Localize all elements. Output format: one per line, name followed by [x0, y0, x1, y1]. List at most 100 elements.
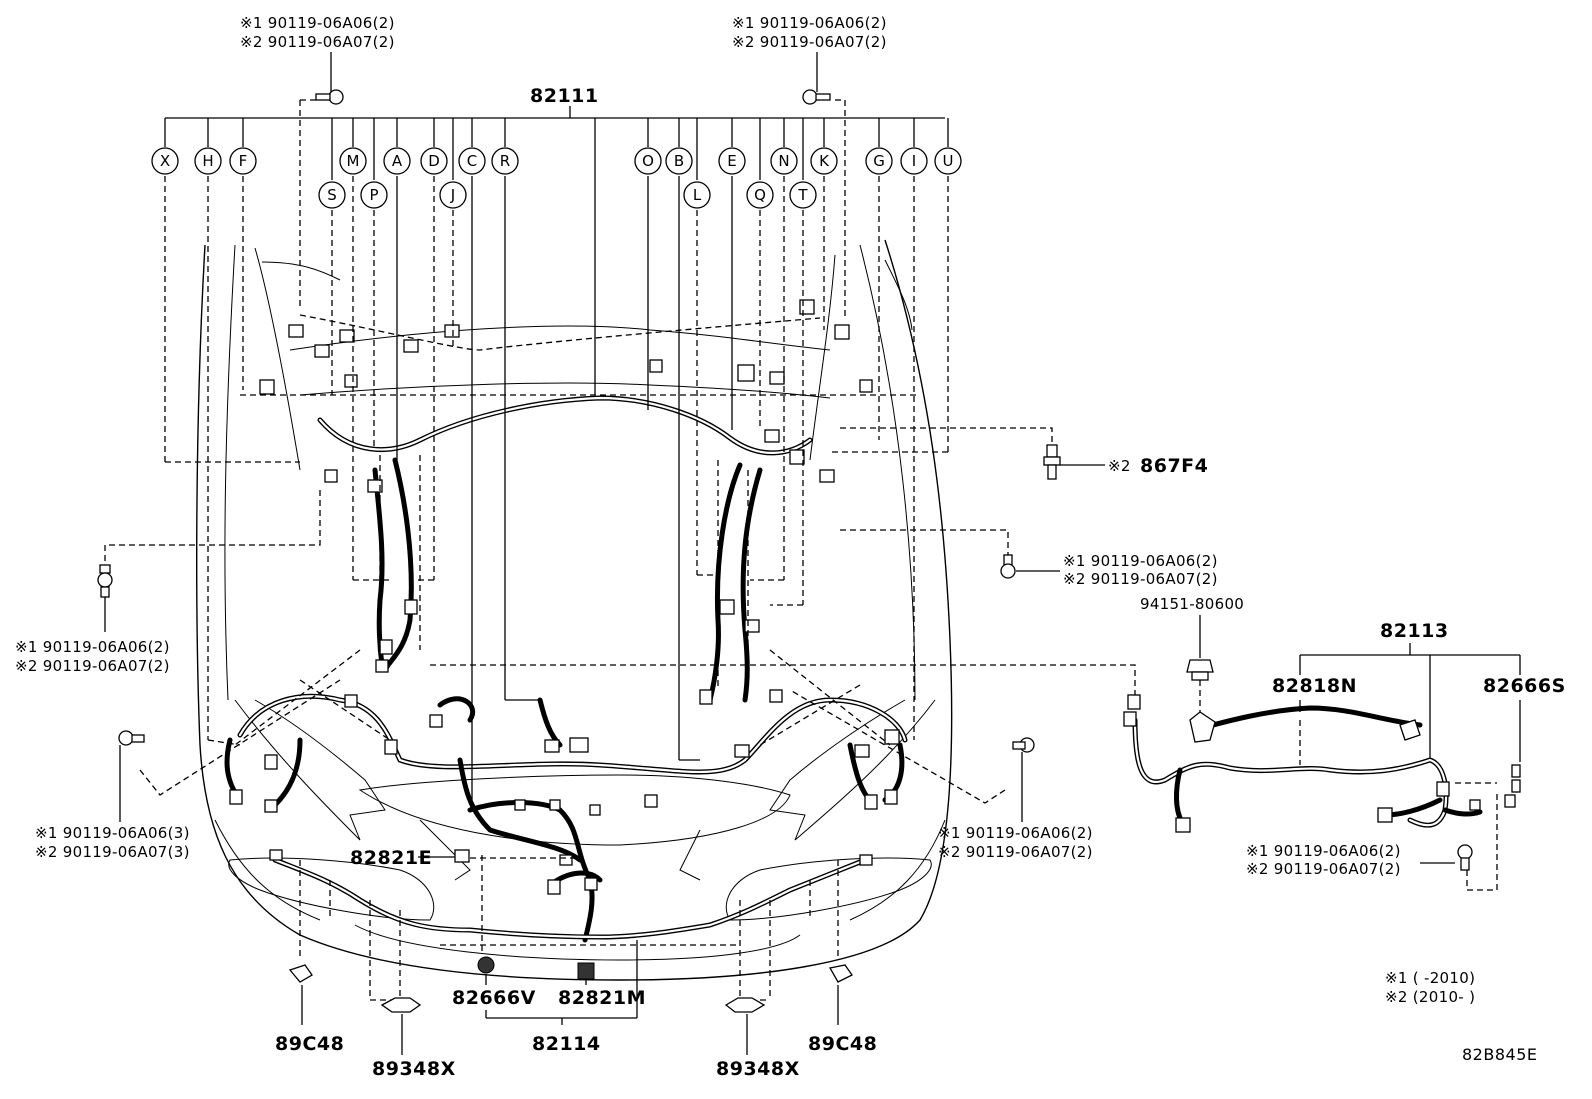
svg-text:N: N — [778, 152, 789, 170]
nut-94151-label: 94151-80600 — [1140, 595, 1244, 613]
vehicle-body-outline — [196, 239, 953, 981]
callout-m: M — [339, 147, 367, 175]
dashed-leaders — [104, 99, 1498, 1001]
sub-harness-82113: 82113 82818N 82666S 94151-8060 — [1123, 595, 1566, 833]
bolt-icon — [97, 564, 113, 598]
bolt-ref-low-right-1: ※1 90119-06A06(2) — [938, 824, 1093, 842]
callout-u: U — [934, 147, 962, 175]
svg-text:B: B — [674, 152, 684, 170]
callout-p: P — [360, 181, 388, 209]
bolt-ref-top-left-2: ※2 90119-06A07(2) — [240, 33, 395, 51]
svg-text:H: H — [202, 152, 213, 170]
legend-note-1: ※1 ( -2010) — [1385, 969, 1475, 987]
svg-text:O: O — [642, 152, 654, 170]
callout-h: H — [194, 147, 222, 175]
bolt-ref-mid-right-1: ※1 90119-06A06(2) — [1063, 552, 1218, 570]
svg-text:J: J — [450, 186, 455, 204]
bolt-ref-mid-left-1: ※1 90119-06A06(2) — [15, 638, 170, 656]
callout-c: C — [458, 147, 486, 175]
callout-j: J — [439, 181, 467, 209]
bolt-ref-top-right-2: ※2 90119-06A07(2) — [732, 33, 887, 51]
bolt-ref-mid-left: ※1 90119-06A06(2) ※2 90119-06A07(2) — [15, 564, 170, 675]
clamp-82821e-label: 82821E — [350, 847, 432, 869]
bolt-ref-low-left: ※1 90119-06A06(3) ※2 90119-06A07(3) — [35, 730, 190, 861]
diagram-code: 82B845E — [1462, 1045, 1537, 1064]
bracket-89c48-left: 89C48 — [275, 964, 344, 1055]
harness-connectors — [229, 299, 900, 980]
bracket-89348x-left: 89348X — [372, 997, 456, 1080]
bracket-89348x-right-label: 89348X — [716, 1058, 800, 1080]
svg-text:F: F — [239, 152, 248, 170]
bolt-icon — [1043, 444, 1061, 480]
bolt-ref-mid-left-2: ※2 90119-06A07(2) — [15, 657, 170, 675]
bracket-89348x-left-label: 89348X — [372, 1058, 456, 1080]
svg-text:X: X — [160, 152, 170, 170]
bolt-ref-mid-right-2: ※2 90119-06A07(2) — [1063, 570, 1218, 588]
callout-letters: X H F M A D C R S P J O B E N K G I U L … — [151, 147, 962, 209]
callout-n: N — [770, 147, 798, 175]
nut-icon — [1186, 659, 1214, 681]
bolt-ref-top-right: ※1 90119-06A06(2) ※2 90119-06A07(2) — [732, 14, 887, 105]
svg-text:A: A — [392, 152, 403, 170]
clamp-82821m-label: 82821M — [558, 987, 646, 1009]
clamp-82666v: 82666V — [452, 974, 536, 1009]
bolt-icon — [1000, 554, 1016, 579]
year-legend: ※1 ( -2010) ※2 (2010- ) — [1385, 969, 1475, 1006]
svg-text:G: G — [873, 152, 885, 170]
callout-s: S — [318, 181, 346, 209]
svg-text:R: R — [500, 152, 510, 170]
bolt-ref-sub-right: ※1 90119-06A06(2) ※2 90119-06A07(2) — [1246, 842, 1473, 878]
bolt-icon — [1012, 737, 1035, 753]
callout-e: E — [718, 147, 746, 175]
callout-o: O — [634, 147, 662, 175]
svg-text:I: I — [912, 152, 916, 170]
svg-text:M: M — [347, 152, 360, 170]
clamp-82818n-label: 82818N — [1272, 675, 1357, 697]
svg-text:D: D — [428, 152, 440, 170]
bracket-89c48-left-label: 89C48 — [275, 1033, 344, 1055]
bolt-ref-sub-right-2: ※2 90119-06A07(2) — [1246, 860, 1401, 878]
svg-text:P: P — [369, 186, 378, 204]
sensor-867f4-prefix: ※2 — [1108, 457, 1131, 475]
bolt-ref-top-right-1: ※1 90119-06A06(2) — [732, 14, 887, 32]
bracket-89c48-right-label: 89C48 — [808, 1033, 877, 1055]
svg-text:L: L — [693, 186, 702, 204]
bracket-89348x-right: 89348X — [716, 997, 800, 1080]
svg-text:E: E — [727, 152, 736, 170]
callout-t: T — [789, 181, 817, 209]
bracket-89c48-right: 89C48 — [808, 964, 877, 1055]
bolt-ref-top-left: ※1 90119-06A06(2) ※2 90119-06A07(2) — [240, 14, 395, 105]
front-bumper-harness — [272, 857, 868, 940]
svg-text:C: C — [467, 152, 477, 170]
bolt-icon — [315, 89, 344, 105]
clamp-82821e: 82821E — [350, 847, 455, 869]
callout-b: B — [665, 147, 693, 175]
callout-q: Q — [746, 181, 774, 209]
callout-f: F — [229, 147, 257, 175]
bolt-ref-low-left-1: ※1 90119-06A06(3) — [35, 824, 190, 842]
clamp-82666s-label: 82666S — [1483, 675, 1566, 697]
bolt-ref-mid-right: ※1 90119-06A06(2) ※2 90119-06A07(2) — [1000, 552, 1218, 588]
svg-text:Q: Q — [754, 186, 766, 204]
bolt-ref-top-left-1: ※1 90119-06A06(2) — [240, 14, 395, 32]
callout-a: A — [383, 147, 411, 175]
bolt-ref-low-right: ※1 90119-06A06(2) ※2 90119-06A07(2) — [938, 737, 1093, 861]
callout-x: X — [151, 147, 179, 175]
bolt-icon — [1457, 844, 1473, 871]
clamp-82821m: 82821M — [558, 980, 646, 1009]
main-harness-leaders — [164, 106, 949, 800]
sensor-867f4-label: 867F4 — [1140, 455, 1208, 477]
part-82114-label: 82114 — [532, 1033, 601, 1055]
clamp-82666v-label: 82666V — [452, 987, 536, 1009]
bolt-ref-low-left-2: ※2 90119-06A07(3) — [35, 843, 190, 861]
part-82111-label: 82111 — [530, 85, 599, 107]
front-bumper-harness-leader: 82114 — [485, 940, 638, 1055]
callout-i: I — [900, 147, 928, 175]
legend-note-2: ※2 (2010- ) — [1385, 988, 1475, 1006]
callout-g: G — [865, 147, 893, 175]
bolt-ref-sub-right-1: ※1 90119-06A06(2) — [1246, 842, 1401, 860]
part-82113-label: 82113 — [1380, 620, 1449, 642]
svg-text:T: T — [797, 186, 808, 204]
bolt-ref-low-right-2: ※2 90119-06A07(2) — [938, 843, 1093, 861]
